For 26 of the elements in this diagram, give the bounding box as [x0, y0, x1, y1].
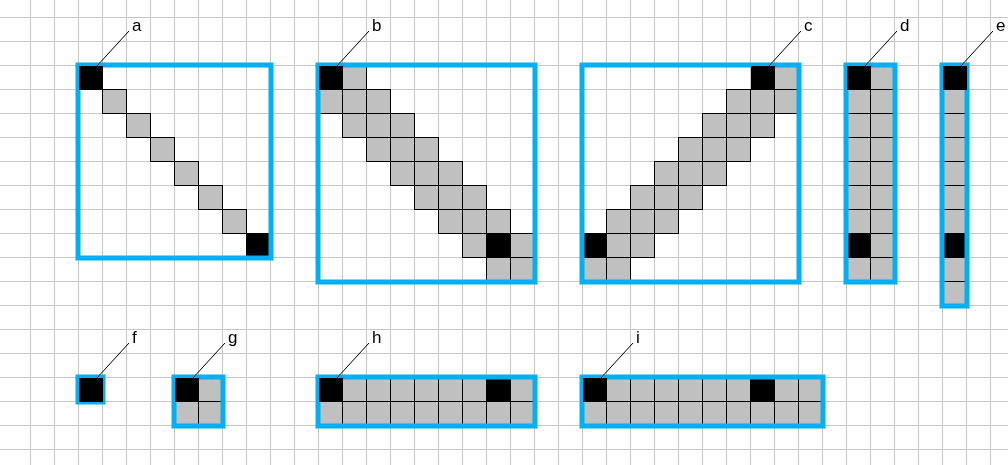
leader-line	[335, 30, 370, 68]
leader-line	[599, 342, 634, 380]
callout-letter: h	[372, 329, 382, 347]
leader-line	[191, 342, 226, 380]
leader-line	[959, 30, 994, 68]
callout-letter: b	[372, 17, 382, 35]
start-pixel	[847, 66, 871, 90]
callout-letter: d	[900, 17, 910, 35]
leader-line	[335, 342, 370, 380]
start-pixel	[943, 66, 967, 90]
leader-line	[767, 30, 802, 68]
callout-letter: i	[636, 329, 640, 347]
callout-letter: a	[132, 17, 142, 35]
start-pixel	[175, 378, 199, 402]
start-pixel	[583, 378, 607, 402]
leader-line	[863, 30, 898, 68]
start-pixel	[79, 66, 103, 90]
callout-letter: c	[804, 17, 813, 35]
start-pixel	[751, 66, 775, 90]
leader-line	[95, 30, 130, 68]
leader-line	[95, 342, 130, 380]
callout-letter: f	[132, 329, 137, 347]
callout-letter: g	[228, 329, 238, 347]
callout-letter: e	[996, 17, 1006, 35]
start-pixel	[319, 378, 343, 402]
start-pixel	[319, 66, 343, 90]
